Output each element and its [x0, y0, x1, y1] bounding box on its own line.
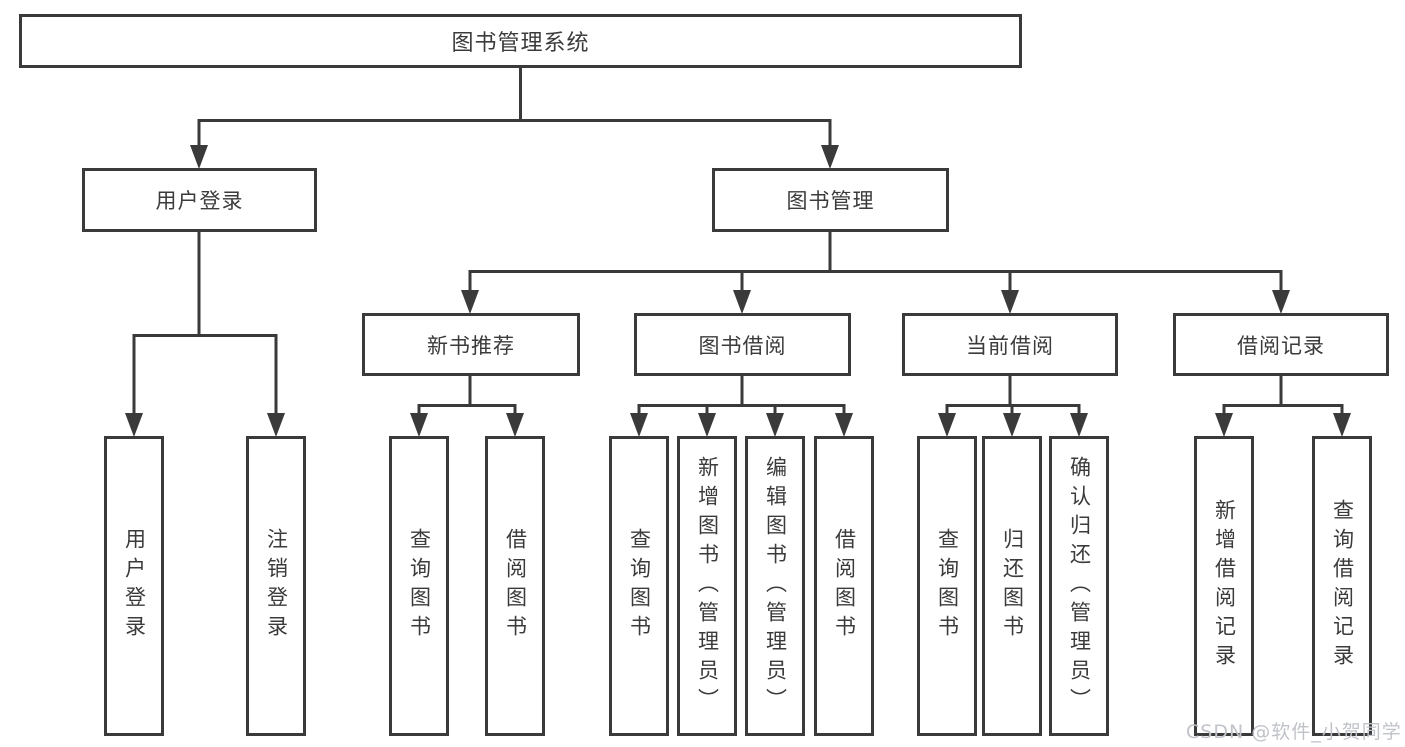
leaf-user-login: 用户登录	[104, 436, 164, 736]
leaf-borrow-books-1: 借阅图书	[485, 436, 545, 736]
node-root-system: 图书管理系统	[19, 14, 1022, 68]
leaf-borrow-books-2: 借阅图书	[814, 436, 874, 736]
node-current-borrow: 当前借阅	[902, 313, 1118, 376]
node-book-management: 图书管理	[712, 168, 949, 232]
leaf-query-borrow-record: 查询借阅记录	[1312, 436, 1372, 736]
leaf-add-borrow-record: 新增借阅记录	[1194, 436, 1254, 736]
node-new-book-recommend: 新书推荐	[362, 313, 580, 376]
leaf-logout: 注销登录	[246, 436, 306, 736]
leaf-return-books: 归还图书	[982, 436, 1042, 736]
node-user-login: 用户登录	[82, 168, 317, 232]
leaf-query-books-3: 查询图书	[917, 436, 977, 736]
arrowheads	[125, 145, 1351, 437]
leaf-add-books-admin: 新增图书（管理员）	[677, 436, 737, 736]
node-borrow-records: 借阅记录	[1173, 313, 1389, 376]
leaf-edit-books-admin: 编辑图书（管理员）	[745, 436, 805, 736]
csdn-watermark: CSDN @软件_小贺同学	[1186, 721, 1402, 743]
leaf-query-books-2: 查询图书	[609, 436, 669, 736]
node-book-borrow: 图书借阅	[634, 313, 851, 376]
leaf-confirm-return-admin: 确认归还（管理员）	[1049, 436, 1109, 736]
leaf-query-books-1: 查询图书	[389, 436, 449, 736]
